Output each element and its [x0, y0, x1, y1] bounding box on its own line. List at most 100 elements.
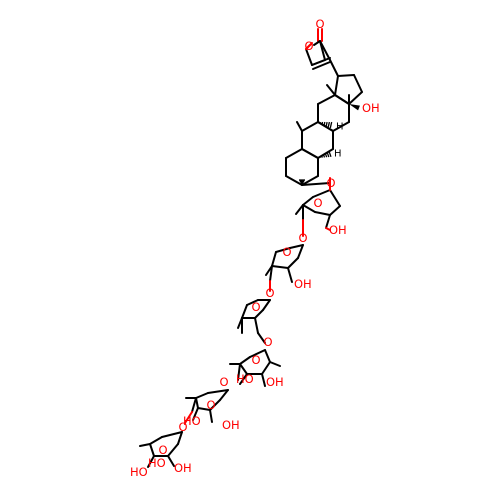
bond — [312, 61, 331, 70]
bond — [287, 267, 293, 283]
bond — [337, 74, 355, 77]
atom-label-h-9: H — [336, 122, 344, 133]
atom-label-o-link-3: O — [263, 335, 272, 349]
atom-label-o-link-1: O — [298, 231, 307, 245]
bond — [271, 265, 289, 269]
bond — [332, 121, 350, 132]
bond — [254, 309, 264, 319]
atom-label-oh-s6: OH — [174, 461, 192, 475]
bond — [262, 299, 271, 311]
hashed-bond-stroke — [327, 121, 331, 128]
bond — [207, 389, 229, 394]
bond — [353, 74, 363, 93]
bond — [264, 349, 271, 363]
atom-label-oh-s4: OH — [266, 375, 284, 389]
bond — [261, 361, 271, 375]
bond — [219, 389, 229, 401]
atom-label-o-link-4: O — [219, 375, 228, 389]
hashed-bond-stroke — [329, 121, 333, 129]
bond — [329, 59, 339, 77]
bond — [257, 332, 266, 344]
bond — [301, 182, 331, 186]
bond — [317, 94, 336, 105]
bond — [317, 121, 334, 132]
bond — [334, 94, 350, 105]
bond — [209, 399, 221, 411]
atom-label-oh-14: OH — [362, 101, 380, 115]
atom-label-carbonyl-o: O — [315, 17, 324, 31]
bond — [302, 196, 314, 206]
atom-label-ring-o-s4: O — [251, 353, 260, 367]
bond — [301, 148, 319, 159]
atom-label-ring-o-s1: O — [313, 196, 322, 210]
bond — [334, 75, 339, 96]
atom-label-ho-s4: HO — [236, 372, 254, 386]
bond — [254, 317, 259, 334]
hashed-bond-stroke — [328, 150, 332, 158]
atom-label-ring-o-s5: O — [206, 398, 215, 412]
bond — [239, 363, 248, 375]
bond — [305, 48, 313, 66]
bond — [177, 431, 183, 445]
bond — [149, 443, 155, 457]
atom-label-ho-s5: HO — [183, 414, 201, 428]
bond — [329, 189, 341, 207]
bond-lines — [139, 28, 363, 468]
bond — [285, 175, 303, 186]
atom-label-o-link-5: O — [178, 420, 187, 434]
atom-label-oh-s2: OH — [294, 277, 312, 291]
bond — [275, 247, 291, 253]
bond — [348, 91, 363, 105]
bond — [161, 431, 183, 438]
bond — [301, 121, 319, 132]
atom-label-ring-o-s6: O — [158, 443, 167, 457]
atom-label-o-3: O — [326, 176, 335, 190]
atom-label-h-5: H — [334, 149, 342, 160]
hashed-bond-stroke — [325, 121, 328, 127]
bond — [302, 204, 316, 213]
bond — [325, 214, 331, 229]
atom-label-ho-s6-b: HO — [130, 465, 148, 479]
hashed-bond-stroke — [324, 153, 328, 158]
atom-label-ho-s6-a: HO — [148, 456, 166, 470]
hashed-bond-stroke — [322, 154, 326, 158]
bond — [312, 189, 331, 198]
bond — [271, 251, 277, 267]
bond — [301, 175, 319, 186]
bond — [314, 211, 331, 216]
bond — [249, 349, 266, 358]
bond — [269, 361, 281, 367]
bond — [326, 84, 336, 96]
bond — [197, 407, 211, 411]
hashed-bond-stroke — [321, 155, 323, 158]
bond — [139, 443, 151, 447]
hashed-bond-stroke — [326, 152, 330, 158]
bond — [313, 40, 321, 46]
bond — [287, 257, 299, 269]
bond — [147, 455, 155, 468]
bond — [239, 373, 248, 385]
hashed-bond-stroke — [323, 121, 326, 126]
wedge-bond — [349, 104, 360, 111]
bond — [295, 204, 304, 215]
bond — [305, 42, 313, 50]
bond — [285, 148, 303, 159]
bond — [246, 299, 259, 306]
bond — [311, 57, 331, 66]
bond — [329, 205, 341, 216]
atom-label-o-link-2: O — [265, 286, 274, 300]
bond — [192, 407, 199, 421]
bond — [167, 443, 179, 457]
bond — [297, 244, 304, 259]
atom-label-lactone-o: O — [304, 39, 313, 53]
atom-label-ring-o-s2: O — [282, 245, 291, 259]
bond — [184, 411, 193, 424]
bond — [289, 244, 304, 249]
bond — [261, 373, 266, 387]
bond — [325, 227, 331, 231]
bond — [209, 409, 213, 423]
bond — [237, 363, 241, 381]
bond — [167, 455, 175, 467]
bond — [269, 265, 273, 282]
